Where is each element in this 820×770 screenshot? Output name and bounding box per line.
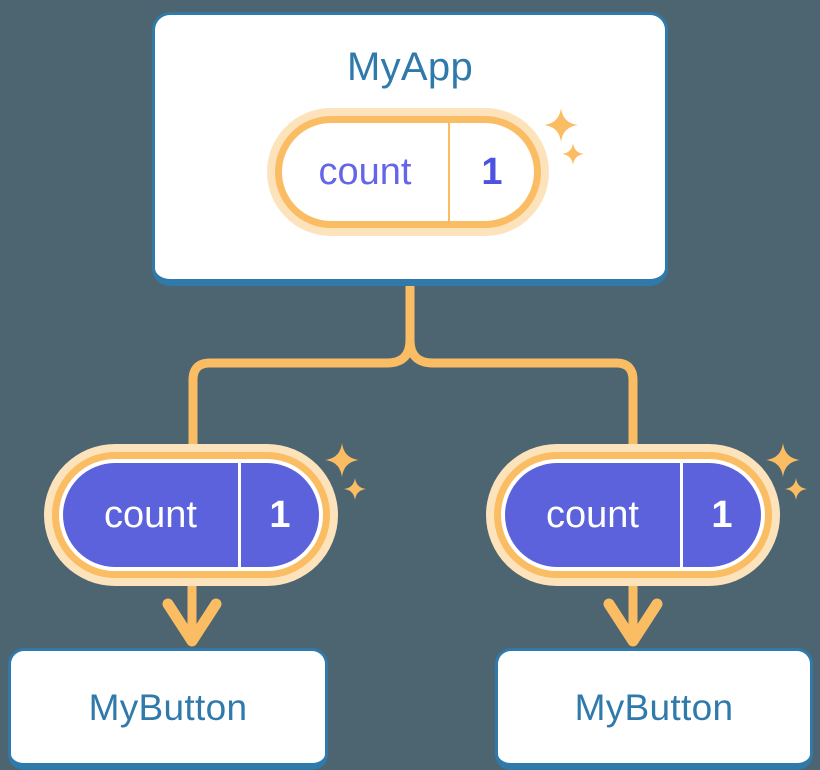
leaf-card-title: MyButton	[88, 686, 248, 728]
root-component-card[interactable]: MyApp	[152, 12, 668, 286]
leaf-component-card-left[interactable]: MyButton	[8, 648, 328, 770]
tree-split-connector-right	[405, 335, 638, 457]
sparkle-large-icon	[544, 108, 578, 142]
state-capsule-body: count 1	[52, 452, 330, 578]
state-capsule-right[interactable]: count 1	[486, 444, 780, 586]
state-value-label: 1	[711, 494, 733, 536]
leaf-component-card-right[interactable]: MyButton	[495, 648, 813, 770]
state-capsule-left[interactable]: count 1	[44, 444, 338, 586]
sparkle-small-icon	[785, 478, 807, 500]
state-capsule-fill: count 1	[63, 463, 319, 567]
tree-split-connector	[188, 281, 415, 457]
state-capsule-body: count 1	[275, 116, 541, 228]
state-key-label: count	[282, 123, 450, 221]
state-value-label: 1	[481, 151, 503, 193]
state-key-label: count	[505, 463, 683, 567]
leaf-card-title: MyButton	[574, 686, 734, 728]
state-capsule-root[interactable]: count 1	[267, 108, 549, 236]
down-arrow-icon	[162, 580, 222, 647]
state-capsule-body: count 1	[494, 452, 772, 578]
sparkle-small-icon	[344, 478, 366, 500]
state-capsule-fill: count 1	[505, 463, 761, 567]
state-key-label: count	[63, 463, 241, 567]
page-title: MyApp	[347, 45, 473, 89]
state-value-label: 1	[269, 494, 291, 536]
down-arrow-icon	[603, 580, 663, 647]
sparkle-large-icon	[766, 443, 800, 477]
sparkle-large-icon	[325, 443, 359, 477]
sparkle-small-icon	[562, 143, 584, 165]
